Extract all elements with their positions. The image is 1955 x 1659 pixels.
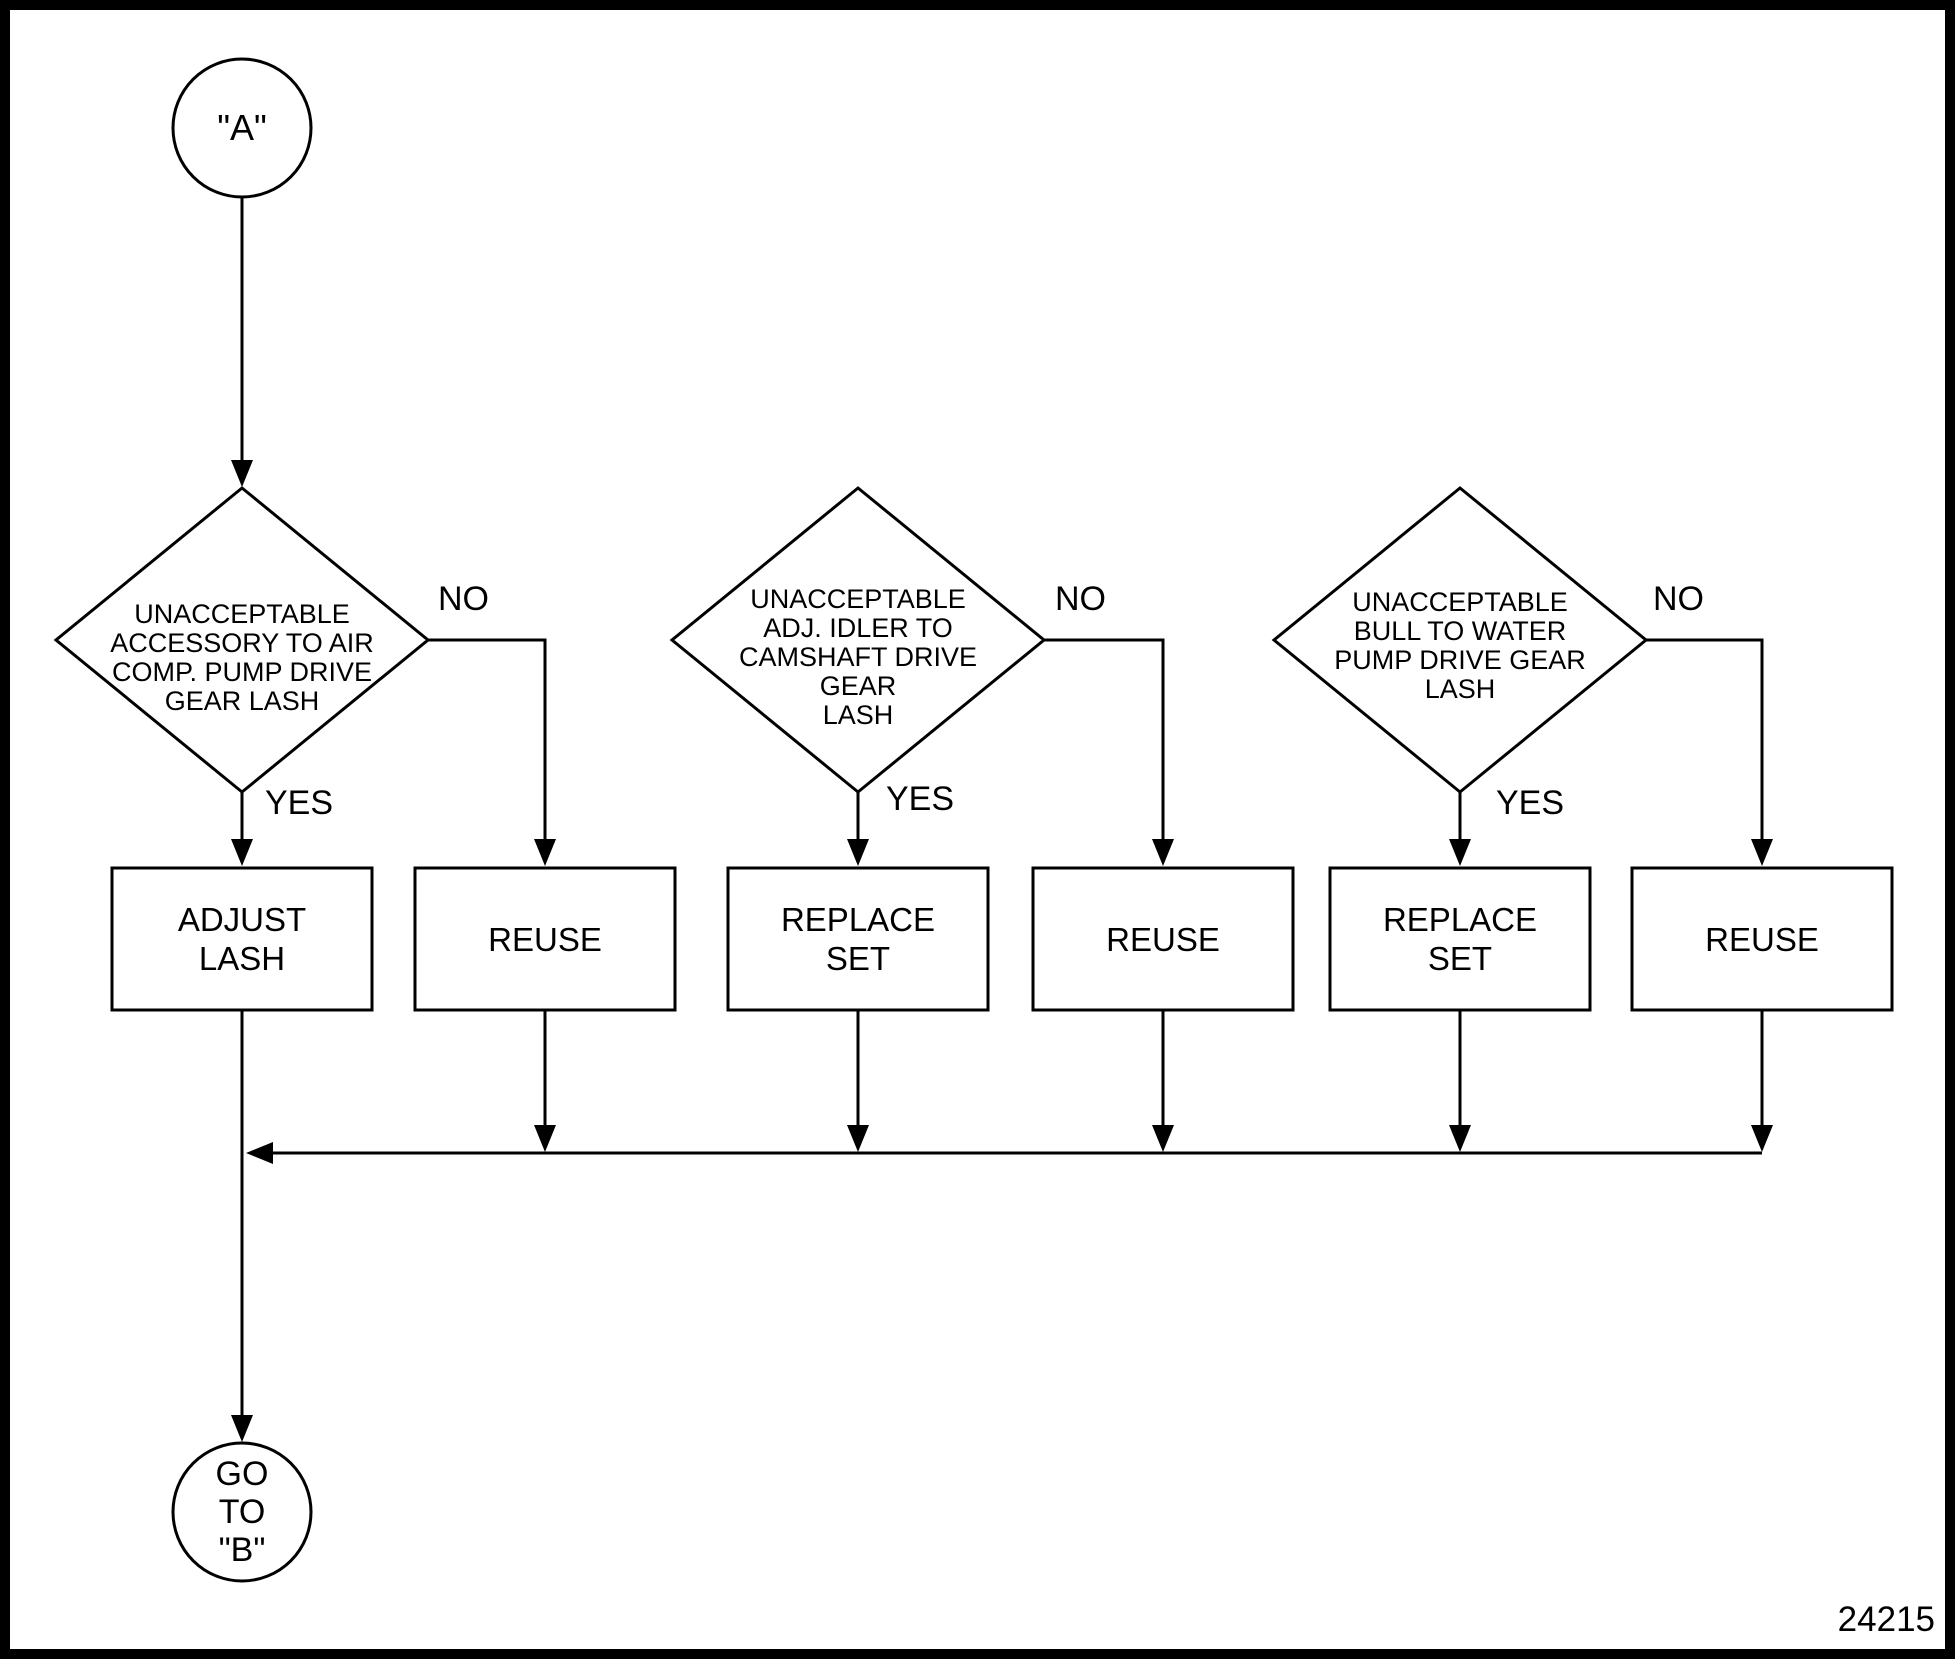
end-terminator-circle: [171, 1441, 313, 1583]
arrowhead-into-action-1: [231, 839, 253, 866]
edge-decision-2-no: [1044, 638, 1165, 841]
arrowheads: [231, 460, 1773, 1442]
arrowhead-action-6-collector: [1751, 1125, 1773, 1152]
decision-2-yes-label: YES: [886, 780, 955, 818]
arrowhead-into-action-2: [534, 839, 556, 866]
arrowhead-into-decision-1: [231, 460, 253, 487]
decision-3-label: UNACCEPTABLE BULL TO WATER PUMP DRIVE GE…: [1334, 587, 1586, 704]
action-5-label: REPLACE SET: [1382, 901, 1538, 977]
edge-decision-1-no: [428, 638, 547, 841]
decision-1-no-label: NO: [438, 580, 489, 618]
decision-3-no-label: NO: [1653, 580, 1704, 618]
start-terminator-label: "A": [217, 107, 267, 148]
start-terminator-circle: [171, 57, 313, 199]
node-shapes: [53, 57, 1894, 1583]
edge-decision-3-no: [1646, 638, 1764, 841]
action-2-label: REUSE: [488, 920, 602, 958]
arrowhead-action-4-collector: [1152, 1125, 1174, 1152]
arrowhead-into-action-6: [1751, 839, 1773, 866]
decision-1-label: UNACCEPTABLE ACCESSORY TO AIR COMP. PUMP…: [110, 599, 374, 716]
arrowhead-into-end: [231, 1415, 253, 1442]
action-4-label: REUSE: [1106, 920, 1220, 958]
end-terminator-label: GO TO "B": [215, 1455, 269, 1569]
arrowhead-collector-left: [246, 1142, 273, 1164]
decision-1-diamond: [53, 486, 431, 794]
action-1-label: ADJUST LASH: [177, 901, 307, 977]
arrowhead-into-action-5: [1449, 839, 1471, 866]
arrowhead-action-5-collector: [1449, 1125, 1471, 1152]
arrowhead-into-action-4: [1152, 839, 1174, 866]
decision-2-diamond: [669, 486, 1047, 794]
figure-number: 24215: [1837, 1600, 1935, 1639]
arrowhead-action-2-collector: [534, 1125, 556, 1152]
action-2-box: [413, 866, 677, 1012]
edges: [240, 197, 1764, 1415]
action-1-box: [110, 866, 374, 1012]
decision-2-no-label: NO: [1055, 580, 1106, 618]
action-4-box: [1031, 866, 1295, 1012]
action-3-label: REPLACE SET: [780, 901, 936, 977]
action-6-box: [1630, 866, 1894, 1012]
arrowhead-into-action-3: [847, 839, 869, 866]
decision-1-yes-label: YES: [265, 784, 334, 822]
arrowhead-action-3-collector: [847, 1125, 869, 1152]
decision-3-diamond: [1271, 486, 1649, 794]
decision-3-yes-label: YES: [1496, 784, 1565, 822]
decision-2-label: UNACCEPTABLE ADJ. IDLER TO CAMSHAFT DRIV…: [738, 583, 978, 730]
action-3-box: [726, 866, 990, 1012]
action-5-box: [1328, 866, 1592, 1012]
action-6-label: REUSE: [1705, 920, 1819, 958]
